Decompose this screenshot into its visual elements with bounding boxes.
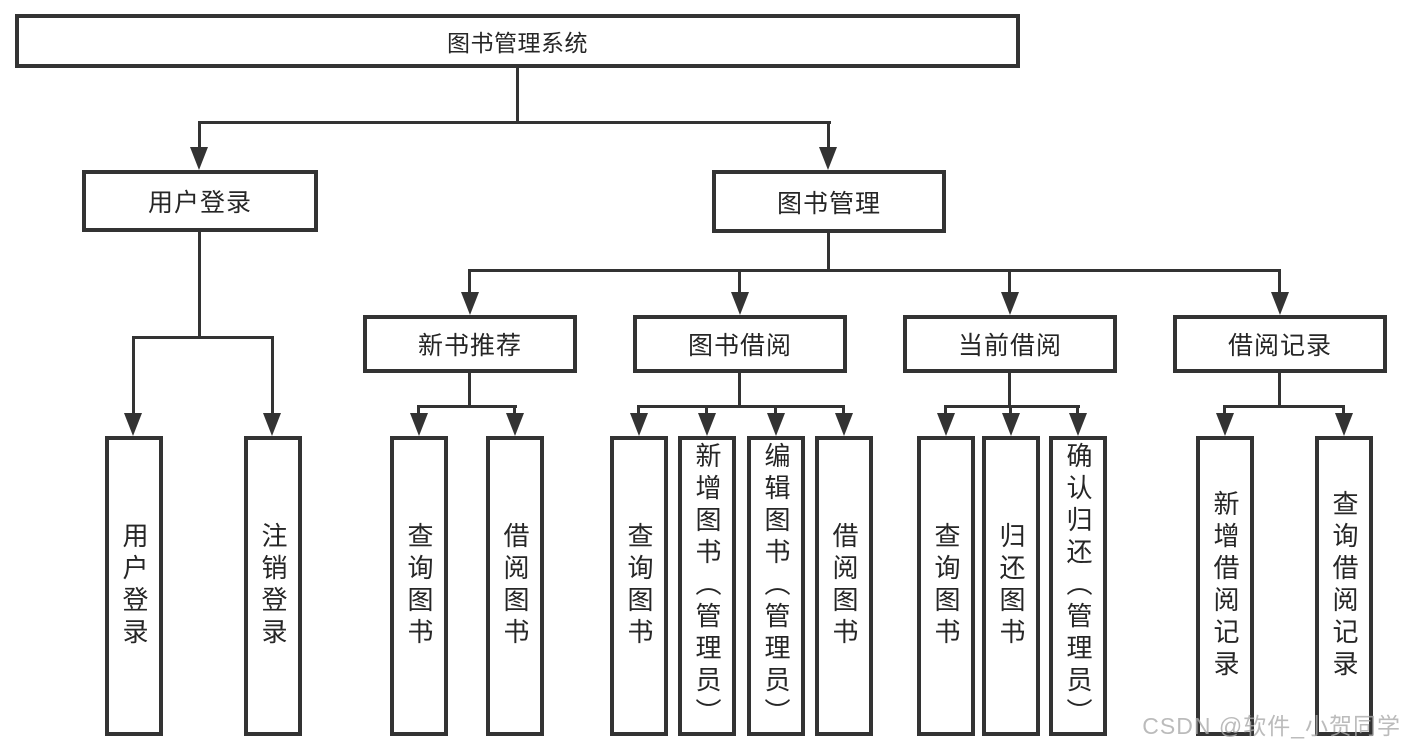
arrow-down-icon [630,413,648,436]
node-add-books-admin: 新增图书（管理员） [678,436,736,736]
connector-drop-leaf [637,405,640,417]
connector-drop-current-borrow [1008,269,1011,295]
connector-drop-leaf [1223,405,1226,417]
arrow-down-icon [263,413,281,436]
arrow-down-icon [506,413,524,436]
node-label: 新增图书（管理员） [692,442,722,730]
connector-drop-leaf [417,405,420,417]
arrow-down-icon [698,413,716,436]
connector-user-login-hline [132,336,274,339]
connector-user-login-stem [198,230,201,339]
arrow-down-icon [410,413,428,436]
node-logout: 注销登录 [244,436,302,736]
arrow-down-icon [190,147,208,170]
node-label: 查询图书 [931,522,961,650]
node-label: 新增借阅记录 [1210,490,1240,682]
connector-drop-logout [271,336,274,416]
node-add-borrow-record: 新增借阅记录 [1196,436,1254,736]
connector-drop-user-login [132,336,135,416]
connector-book-borrow-stem [738,371,741,408]
connector-drop-leaf [944,405,947,417]
node-label: 确认归还（管理员） [1063,442,1093,730]
node-label: 借阅图书 [500,522,530,650]
csdn-watermark: CSDN @软件_小贺同学 [1142,713,1401,739]
arrow-down-icon [1002,413,1020,436]
connector-book-borrow-hline [637,405,845,408]
node-label: 查询图书 [624,522,654,650]
node-user-login-group: 用户登录 [82,170,318,232]
node-return-books: 归还图书 [982,436,1040,736]
node-label: 查询借阅记录 [1329,490,1359,682]
connector-drop-user-login-group [198,121,201,151]
connector-drop-leaf [1342,405,1345,417]
connector-drop-borrow-records [1278,269,1281,295]
node-system-root: 图书管理系统 [15,14,1020,68]
connector-drop-leaf [513,405,516,417]
arrow-down-icon [461,292,479,315]
arrow-down-icon [1335,413,1353,436]
arrow-down-icon [1001,292,1019,315]
node-book-borrow: 图书借阅 [633,315,847,373]
node-user-login: 用户登录 [105,436,163,736]
node-borrow-records: 借阅记录 [1173,315,1387,373]
connector-current-borrow-stem [1008,371,1011,408]
connector-new-book-stem [468,371,471,408]
node-label: 归还图书 [996,522,1026,650]
node-new-book-recommend: 新书推荐 [363,315,577,373]
connector-drop-leaf [1076,405,1079,417]
node-confirm-return-admin: 确认归还（管理员） [1049,436,1107,736]
node-borrow-books: 借阅图书 [815,436,873,736]
node-label: 查询图书 [404,522,434,650]
connector-borrow-records-hline [1223,405,1345,408]
node-query-books-current: 查询图书 [917,436,975,736]
node-label: 注销登录 [258,522,288,650]
connector-root-hline [198,121,831,124]
arrow-down-icon [937,413,955,436]
node-label: 借阅图书 [829,522,859,650]
arrow-down-icon [124,413,142,436]
node-borrow-books-recommend: 借阅图书 [486,436,544,736]
arrow-down-icon [731,292,749,315]
arrow-down-icon [835,413,853,436]
node-book-management: 图书管理 [712,170,946,233]
connector-current-borrow-hline [944,405,1080,408]
connector-book-mgmt-stem [827,231,830,272]
connector-borrow-records-stem [1278,371,1281,408]
connector-drop-book-management [827,121,830,151]
node-edit-books-admin: 编辑图书（管理员） [747,436,805,736]
node-current-borrow: 当前借阅 [903,315,1117,373]
arrow-down-icon [1271,292,1289,315]
node-query-books-recommend: 查询图书 [390,436,448,736]
node-label: 用户登录 [119,522,149,650]
connector-new-book-hline [417,405,517,408]
connector-book-mgmt-hline [468,269,1281,272]
connector-drop-book-borrow [738,269,741,295]
node-label: 编辑图书（管理员） [761,442,791,730]
arrow-down-icon [819,147,837,170]
connector-drop-leaf [774,405,777,417]
node-query-books-borrow: 查询图书 [610,436,668,736]
connector-drop-new-book [468,269,471,295]
connector-drop-leaf [705,405,708,417]
connector-drop-leaf [842,405,845,417]
connector-drop-leaf [1009,405,1012,417]
node-query-borrow-record: 查询借阅记录 [1315,436,1373,736]
arrow-down-icon [767,413,785,436]
connector-root-stem [516,66,519,123]
arrow-down-icon [1216,413,1234,436]
arrow-down-icon [1069,413,1087,436]
